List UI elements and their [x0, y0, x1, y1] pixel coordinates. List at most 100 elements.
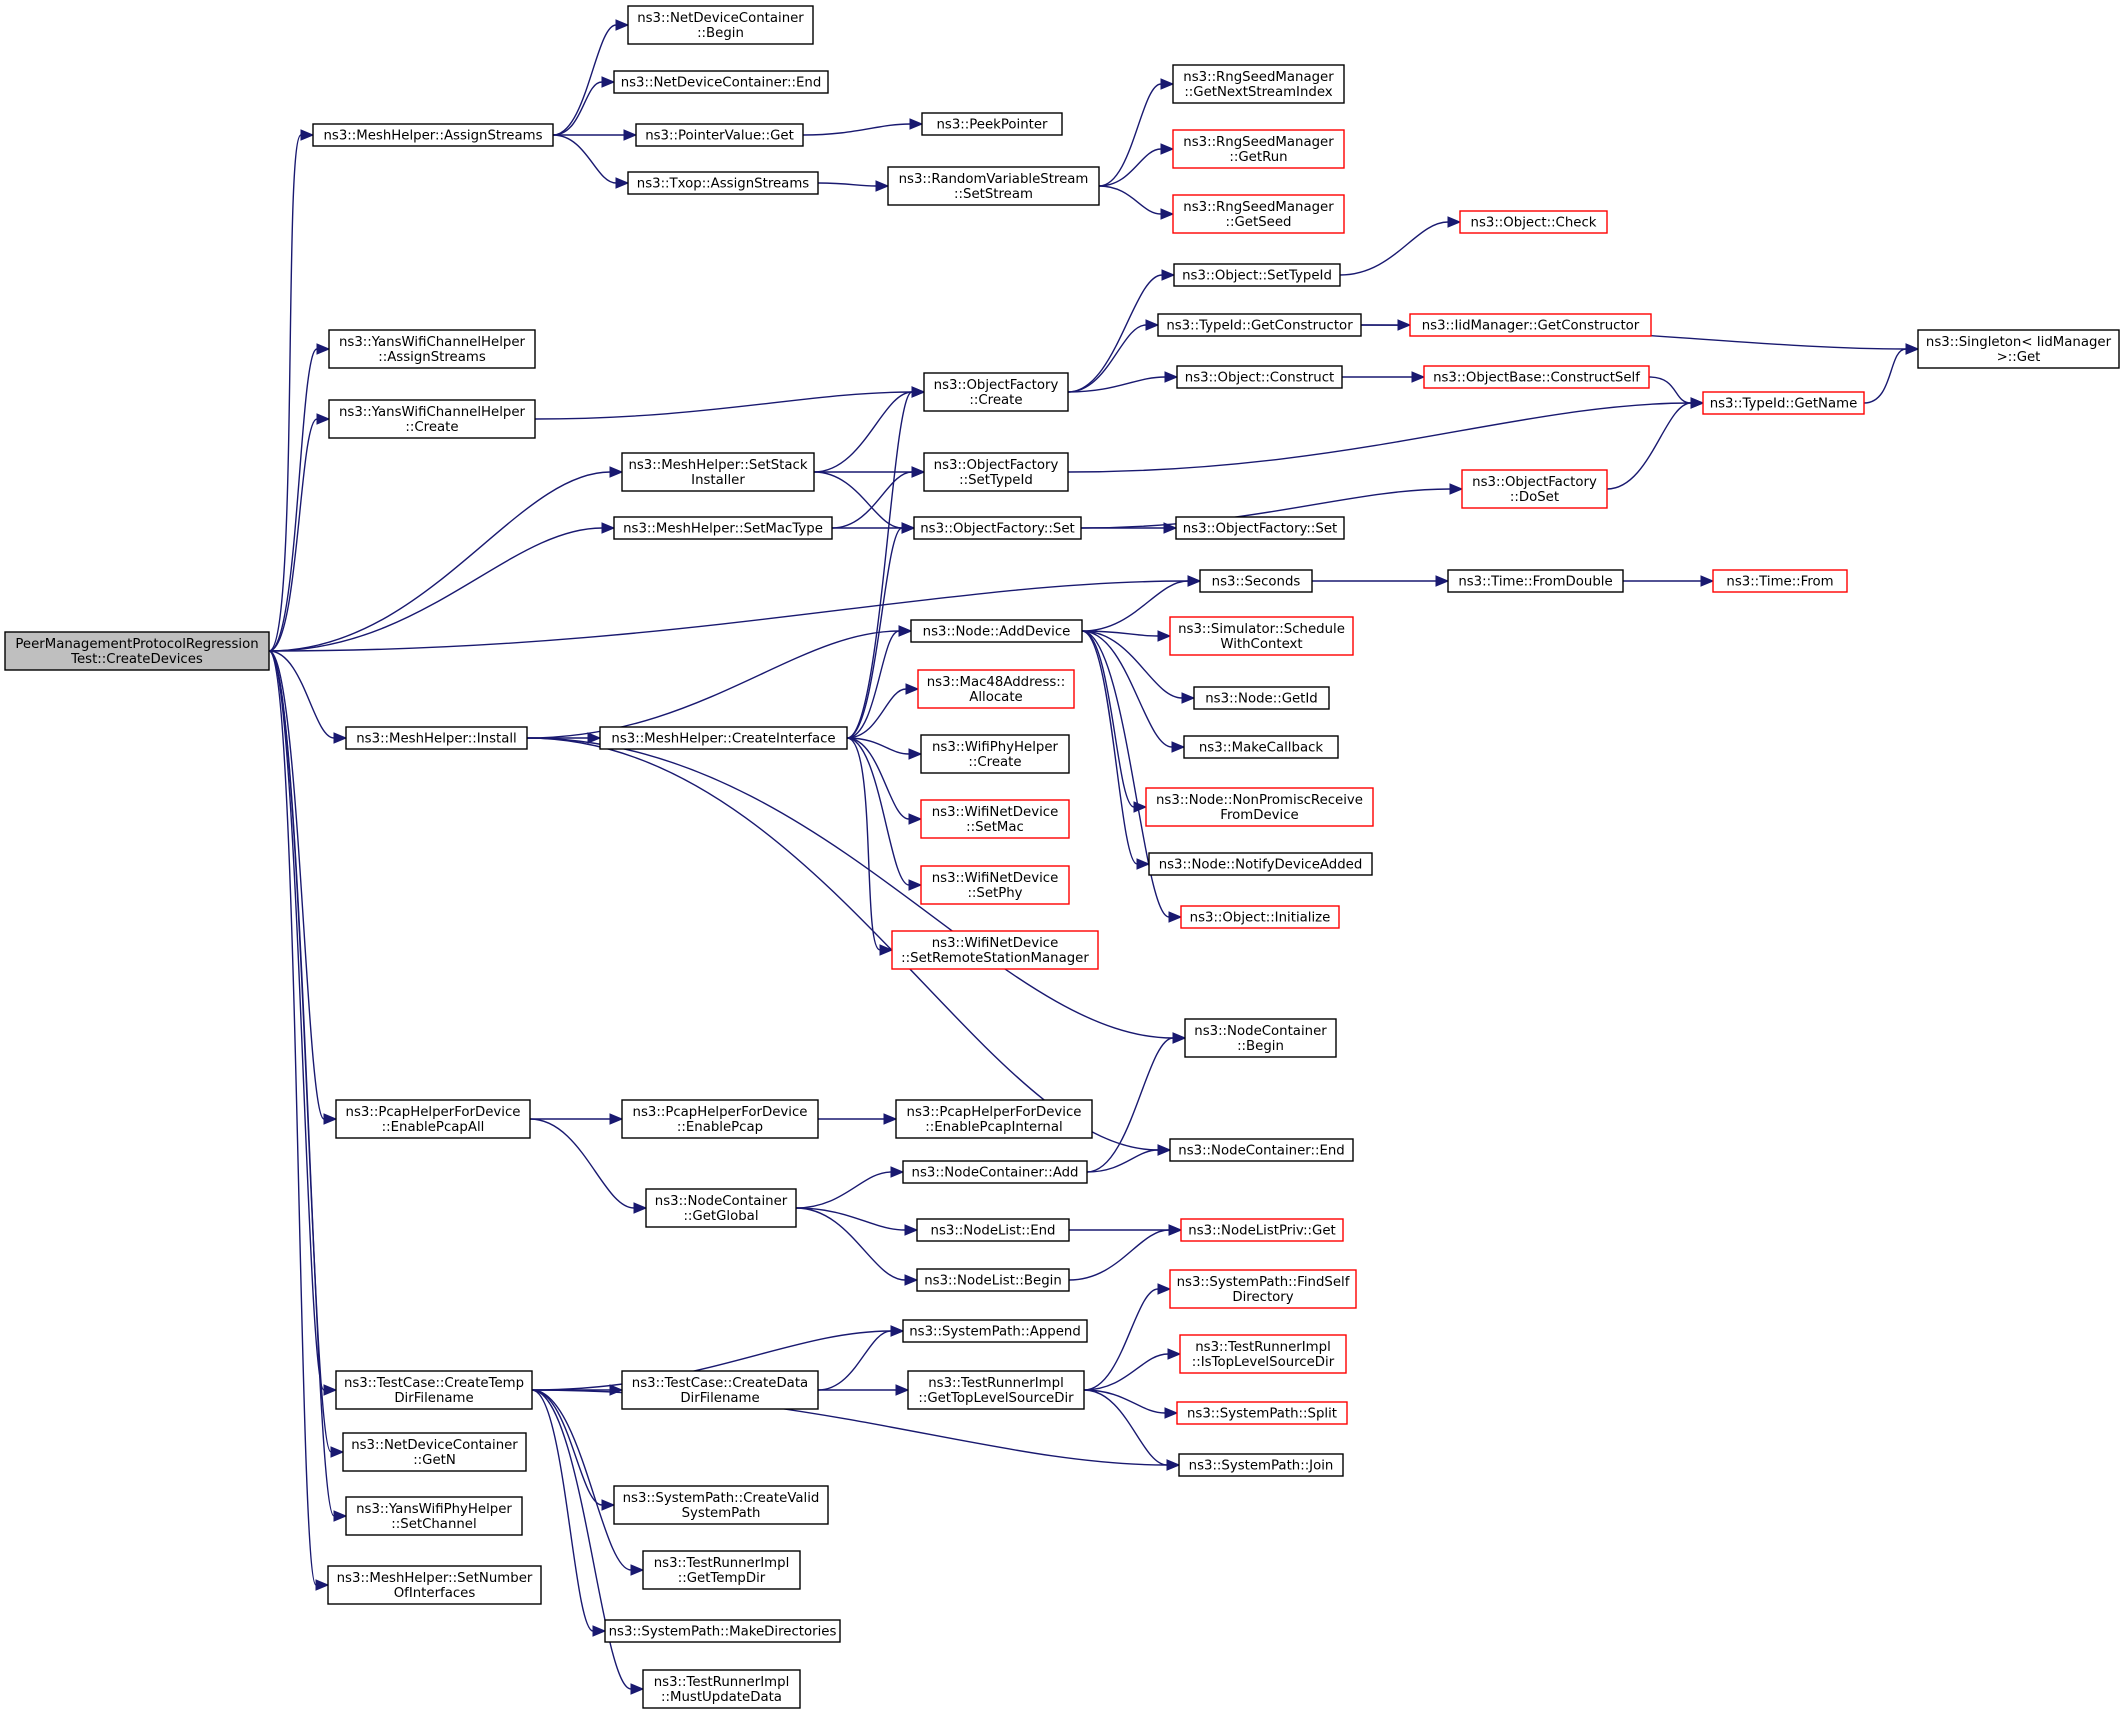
edge-arrowhead [1447, 216, 1462, 228]
call-edge-seconds-to-fromdouble [1312, 575, 1450, 587]
node-label-line: ::GetRun [1229, 150, 1287, 165]
node-label-line: ns3::PcapHelperForDevice [633, 1105, 808, 1120]
node-label-line: ns3::SystemPath::Append [909, 1325, 1081, 1340]
function-node-singleton[interactable]: ns3::Singleton< IidManager >::Get [1917, 329, 2120, 369]
function-node-ywch-assign[interactable]: ns3::YansWifiChannelHelper::AssignStream… [328, 329, 536, 369]
edge-line [268, 348, 318, 652]
function-node-pcap-enable[interactable]: ns3::PcapHelperForDevice::EnablePcap [621, 1099, 819, 1139]
function-node-tri-istop[interactable]: ns3::TestRunnerImpl::IsTopLevelSourceDir [1179, 1334, 1347, 1374]
edge-arrowhead [1163, 522, 1178, 534]
function-node-node-notify[interactable]: ns3::Node::NotifyDeviceAdded [1148, 852, 1373, 876]
function-node-of-set[interactable]: ns3::ObjectFactory::Set [913, 516, 1082, 540]
function-node-ndc-begin[interactable]: ns3::NetDeviceContainer::Begin [627, 5, 814, 45]
node-label-line: ns3::RngSeedManager [1183, 135, 1334, 150]
edge-line [1098, 83, 1162, 187]
function-node-obj-init[interactable]: ns3::Object::Initialize [1180, 905, 1340, 929]
function-node-iid-getctor[interactable]: ns3::IidManager::GetConstructor [1409, 313, 1652, 337]
function-node-makecallback[interactable]: ns3::MakeCallback [1183, 735, 1339, 759]
node-label-line: FromDevice [1220, 808, 1298, 823]
function-node-rng-run[interactable]: ns3::RngSeedManager::GetRun [1172, 129, 1345, 169]
function-node-mh-install[interactable]: ns3::MeshHelper::Install [345, 726, 528, 750]
function-node-mh-setmac[interactable]: ns3::MeshHelper::SetMacType [613, 516, 833, 540]
call-edge-mh_assign-to-pv_get [553, 129, 638, 141]
function-node-rng-next[interactable]: ns3::RngSeedManager::GetNextStreamIndex [1172, 64, 1345, 104]
function-node-txop[interactable]: ns3::Txop::AssignStreams [627, 171, 819, 195]
edge-line [1067, 274, 1163, 393]
function-node-time-from[interactable]: ns3::Time::From [1712, 569, 1848, 593]
function-node-ndc-end[interactable]: ns3::NetDeviceContainer::End [613, 70, 829, 94]
function-node-sp-makedirs[interactable]: ns3::SystemPath::MakeDirectories [604, 1619, 841, 1643]
function-node-nl-begin[interactable]: ns3::NodeList::Begin [916, 1268, 1070, 1292]
function-node-nc-begin[interactable]: ns3::NodeContainer::Begin [1184, 1018, 1337, 1058]
call-edge-of_doset-to-typeid_getname [1606, 397, 1705, 490]
node-label-line: ::IsTopLevelSourceDir [1192, 1355, 1335, 1370]
function-node-tri-mustupdate[interactable]: ns3::TestRunnerImpl::MustUpdateData [642, 1669, 801, 1709]
node-box [1157, 313, 1362, 337]
function-node-nc-end[interactable]: ns3::NodeContainer::End [1169, 1138, 1354, 1162]
function-node-rng-seed[interactable]: ns3::RngSeedManager::GetSeed [1172, 194, 1345, 234]
function-node-nc-add[interactable]: ns3::NodeContainer::Add [902, 1160, 1088, 1184]
function-node-sp-join[interactable]: ns3::SystemPath::Join [1178, 1453, 1344, 1477]
edge-arrowhead [333, 1510, 348, 1522]
function-node-typeid-getname[interactable]: ns3::TypeId::GetName [1702, 391, 1865, 415]
function-node-seconds[interactable]: ns3::Seconds [1199, 569, 1313, 593]
function-node-of-set2[interactable]: ns3::ObjectFactory::Set [1175, 516, 1345, 540]
function-node-nc-global[interactable]: ns3::NodeContainer::GetGlobal [645, 1188, 797, 1228]
function-node-of-doset[interactable]: ns3::ObjectFactory::DoSet [1461, 469, 1608, 509]
function-node-of-settypeid[interactable]: ns3::ObjectFactory::SetTypeId [923, 452, 1069, 492]
function-node-mh-assign[interactable]: ns3::MeshHelper::AssignStreams [312, 123, 554, 147]
node-box [621, 1099, 819, 1139]
function-node-mh-createif[interactable]: ns3::MeshHelper::CreateInterface [599, 726, 848, 750]
function-node-rvs[interactable]: ns3::RandomVariableStream::SetStream [887, 166, 1100, 206]
function-node-obj-settypeid[interactable]: ns3::Object::SetTypeId [1173, 263, 1341, 287]
edge-arrowhead [901, 522, 916, 534]
call-edge-mh_createif-to-of_create [846, 386, 926, 739]
function-node-wph-create[interactable]: ns3::WifiPhyHelper::Create [920, 734, 1070, 774]
node-box [1712, 569, 1848, 593]
function-node-tri-gettop[interactable]: ns3::TestRunnerImpl::GetTopLevelSourceDi… [907, 1370, 1085, 1410]
node-label-line: ns3::WifiPhyHelper [932, 740, 1059, 755]
function-node-tri-gettemp[interactable]: ns3::TestRunnerImpl::GetTempDir [642, 1550, 801, 1590]
function-node-sp-split[interactable]: ns3::SystemPath::Split [1176, 1401, 1348, 1425]
edge-arrowhead [1168, 1224, 1183, 1236]
function-node-nl-end[interactable]: ns3::NodeList::End [916, 1218, 1070, 1242]
function-node-node-getid[interactable]: ns3::Node::GetId [1193, 686, 1330, 710]
node-label-line: Installer [691, 473, 745, 488]
node-box [895, 1099, 1093, 1139]
function-node-root[interactable]: PeerManagementProtocolRegressionTest::Cr… [4, 631, 270, 671]
function-node-ob-constructself[interactable]: ns3::ObjectBase::ConstructSelf [1423, 365, 1650, 389]
function-node-ywph-setchan[interactable]: ns3::YansWifiPhyHelper::SetChannel [345, 1496, 523, 1536]
function-node-ywch-create[interactable]: ns3::YansWifiChannelHelper::Create [328, 399, 536, 439]
function-node-fromdouble[interactable]: ns3::Time::FromDouble [1447, 569, 1624, 593]
function-node-obj-check[interactable]: ns3::Object::Check [1459, 210, 1608, 234]
edge-line [1081, 630, 1135, 808]
call-edge-root-to-tc_createtemp [268, 650, 338, 1396]
function-node-pv-get[interactable]: ns3::PointerValue::Get [635, 123, 804, 147]
node-box [1179, 1334, 1347, 1374]
function-node-wnd-setphy[interactable]: ns3::WifiNetDevice::SetPhy [920, 865, 1070, 905]
function-node-typeid-getctor[interactable]: ns3::TypeId::GetConstructor [1157, 313, 1362, 337]
function-node-pcap-internal[interactable]: ns3::PcapHelperForDevice::EnablePcapInte… [895, 1099, 1093, 1139]
node-label-line: ns3::TestRunnerImpl [654, 1675, 790, 1690]
function-node-of-create[interactable]: ns3::ObjectFactory::Create [923, 372, 1069, 412]
function-node-wnd-setrsm[interactable]: ns3::WifiNetDevice::SetRemoteStationMana… [891, 930, 1099, 970]
edge-line [1098, 148, 1162, 187]
function-node-peek[interactable]: ns3::PeekPointer [921, 112, 1063, 136]
function-node-sp-append[interactable]: ns3::SystemPath::Append [902, 1319, 1088, 1343]
function-node-pcap-all[interactable]: ns3::PcapHelperForDevice::EnablePcapAll [335, 1099, 531, 1139]
node-label-line: ns3::WifiNetDevice [932, 871, 1059, 886]
function-node-node-adddevice[interactable]: ns3::Node::AddDevice [910, 619, 1083, 643]
function-node-wnd-setmac[interactable]: ns3::WifiNetDevice::SetMac [920, 799, 1070, 839]
function-node-obj-construct[interactable]: ns3::Object::Construct [1176, 365, 1343, 389]
function-node-mac48[interactable]: ns3::Mac48Address::Allocate [917, 669, 1075, 709]
function-node-nlp-get[interactable]: ns3::NodeListPriv::Get [1180, 1218, 1344, 1242]
function-node-ndc-getn[interactable]: ns3::NetDeviceContainer::GetN [342, 1432, 527, 1472]
